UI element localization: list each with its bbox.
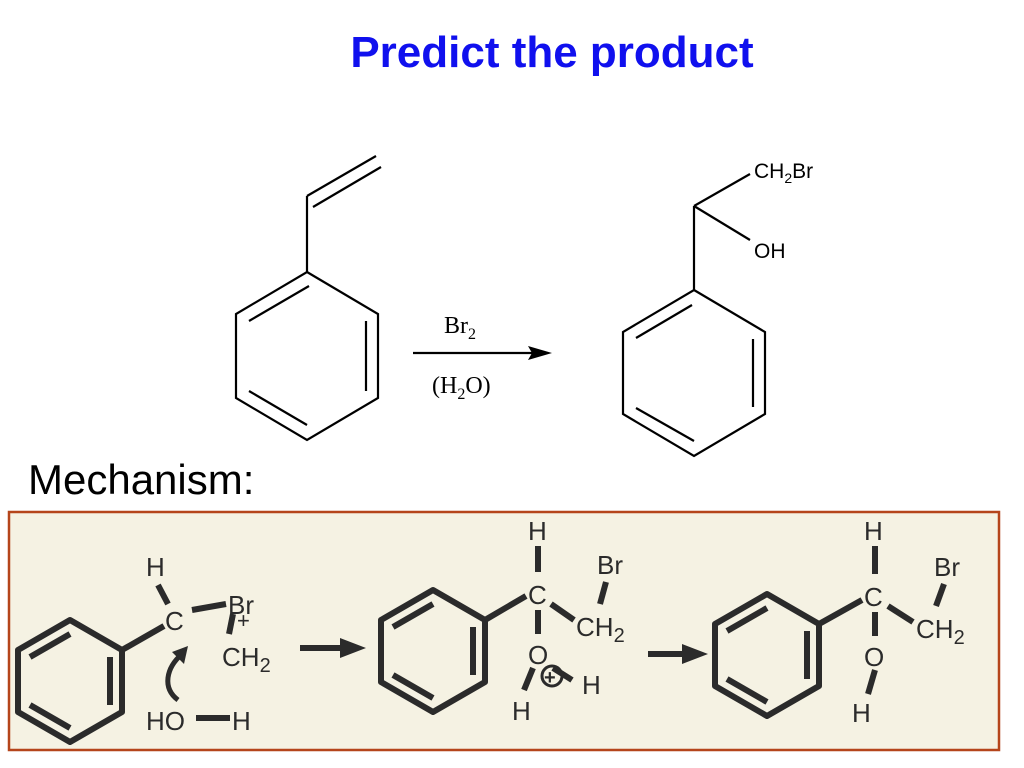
styrene-structure [234,155,382,442]
step2-ch2-label: CH2 [576,612,625,647]
styrene-ring-double-bond [248,390,308,426]
product-structure [621,173,767,458]
reagent-label: Br2 [444,313,476,343]
mechanism-heading: Mechanism: [28,456,255,503]
product-ring-double-bond [635,304,693,339]
step2-positive-charge: + [544,667,556,689]
step3-o-h-bond [865,669,878,695]
step2-c-label: C [528,580,547,610]
step1-br-ch2-bond [226,613,236,635]
step2-ch2-br-bond [597,581,609,605]
mechanism-arrow-2 [648,644,708,664]
mechanism-box [7,510,1001,752]
step2-c-ch2-bond [549,601,576,623]
step1-ring-to-carbon-bond [120,623,166,653]
step1-water-o-label: HO [146,706,185,736]
reaction-arrow [413,346,552,360]
step3-c-label: C [864,582,883,612]
step1-c-br-bond [191,601,227,613]
step2-h-label: H [528,516,547,546]
step3-o-label: O [864,642,884,672]
step2-positive-charge-circle [540,664,564,688]
step1-ch2-label: CH2 [222,642,271,677]
product-ch2br-label: CH2Br [754,160,813,186]
page-title: Predict the product [350,28,754,77]
step2-o-h-bond [521,666,536,692]
step3-ch2-label: CH2 [916,614,965,649]
step3-h-bottom-label: H [852,698,871,728]
step3-br-label: Br [934,552,960,582]
step1-c-h-bond [155,583,171,606]
step3-h-label: H [864,516,883,546]
product-ring-double-bond [635,407,695,442]
step3-c-ch2-bond [886,603,915,625]
step2-o-label: O [528,640,548,670]
styrene-vinyl-double-bond [306,155,377,197]
step1-c-label: C [165,606,184,636]
solvent-label: (H2O) [432,373,491,403]
step1-positive-charge: + [237,608,250,633]
step2-br-label: Br [597,550,623,580]
product-ch2br-bond [693,173,751,207]
product-oh-bond [693,205,751,241]
step2-h-bottom-label: H [512,696,531,726]
step1-water-h-label: H [232,706,251,736]
mechanism-step-3: H C Br CH2 O H [712,516,965,728]
styrene-vinyl-double-bond [312,166,382,208]
product-oh-label: OH [754,240,786,263]
styrene-ring-double-bond [248,285,310,322]
step3-ring-to-carbon-bond [817,597,864,627]
product-benzene-ring [621,288,767,458]
step1-br-label: Br [228,590,254,620]
step1-h-label: H [146,552,165,582]
step2-ring-to-carbon-bond [483,593,528,623]
mechanism-step-2: H C Br CH2 O + H H [378,516,625,726]
styrene-benzene-ring [234,270,380,442]
mechanism-step-1: H C Br + CH2 HO H [15,552,271,745]
mechanism-arrow-1 [300,638,366,658]
step3-ch2-br-bond [933,582,947,608]
step2-h-right-label: H [582,670,601,700]
